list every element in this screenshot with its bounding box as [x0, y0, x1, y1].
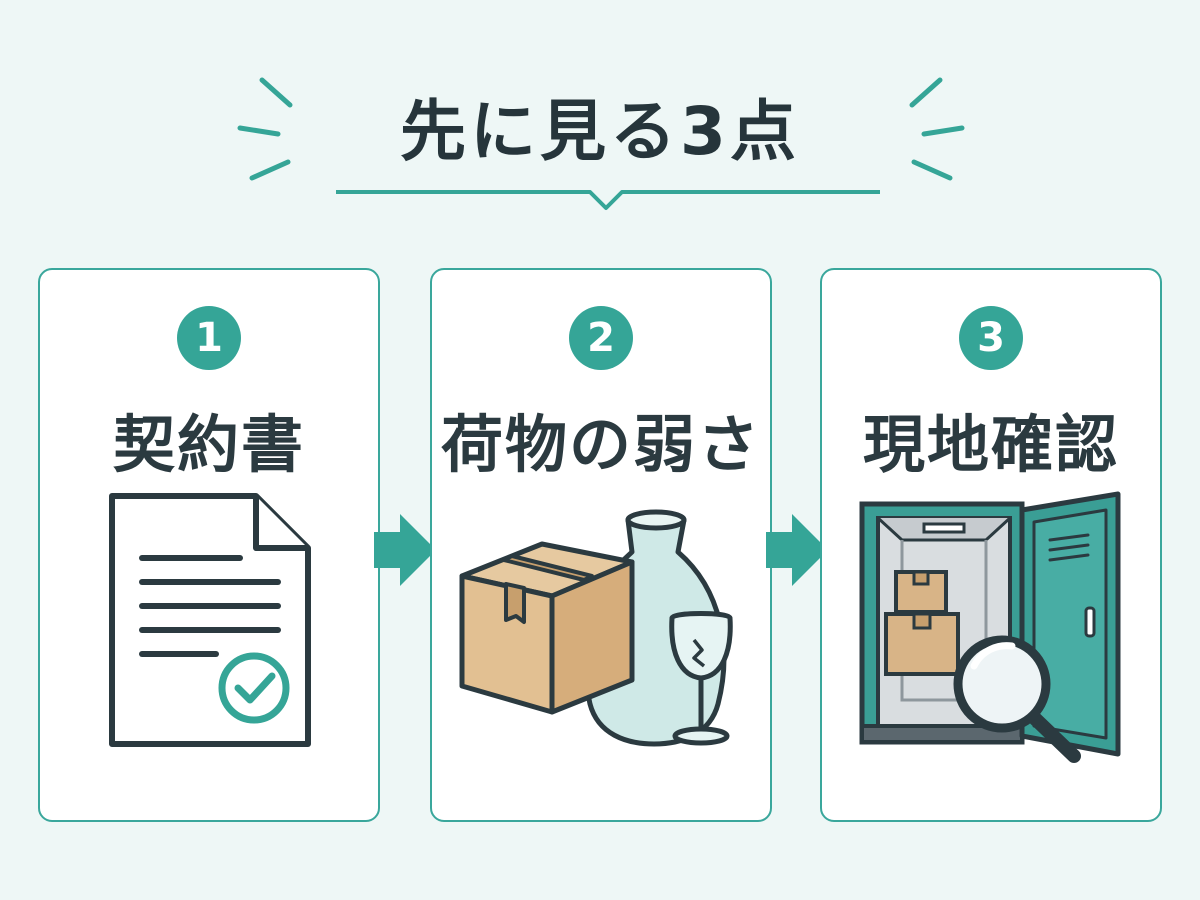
title-decoration: [237, 77, 965, 210]
contract-document-icon: [109, 493, 311, 747]
step-title: 現地確認: [862, 408, 1119, 481]
title-underline: [336, 190, 880, 210]
fragile-items-icon: [459, 509, 733, 747]
step-card-fragile-items: 2 荷物の弱さ: [430, 268, 772, 822]
burst-lines-right-icon: [909, 77, 965, 181]
step-title: 契約書: [112, 408, 305, 481]
step-number-badge: 3: [959, 306, 1023, 370]
step-card-contract: 1 契約書: [38, 268, 380, 822]
arrow-right-icon: [374, 514, 436, 586]
arrow-right-icon: [766, 514, 828, 586]
step-card-site-inspection: 3 現地確認: [820, 268, 1162, 822]
storage-locker-inspection-icon: [859, 491, 1121, 763]
burst-lines-left-icon: [237, 77, 293, 181]
header: 先に見る3点: [0, 0, 1200, 230]
step-title: 荷物の弱さ: [440, 408, 761, 481]
page-title: 先に見る3点: [400, 93, 800, 170]
step-number-badge: 2: [569, 306, 633, 370]
step-number-badge: 1: [177, 306, 241, 370]
